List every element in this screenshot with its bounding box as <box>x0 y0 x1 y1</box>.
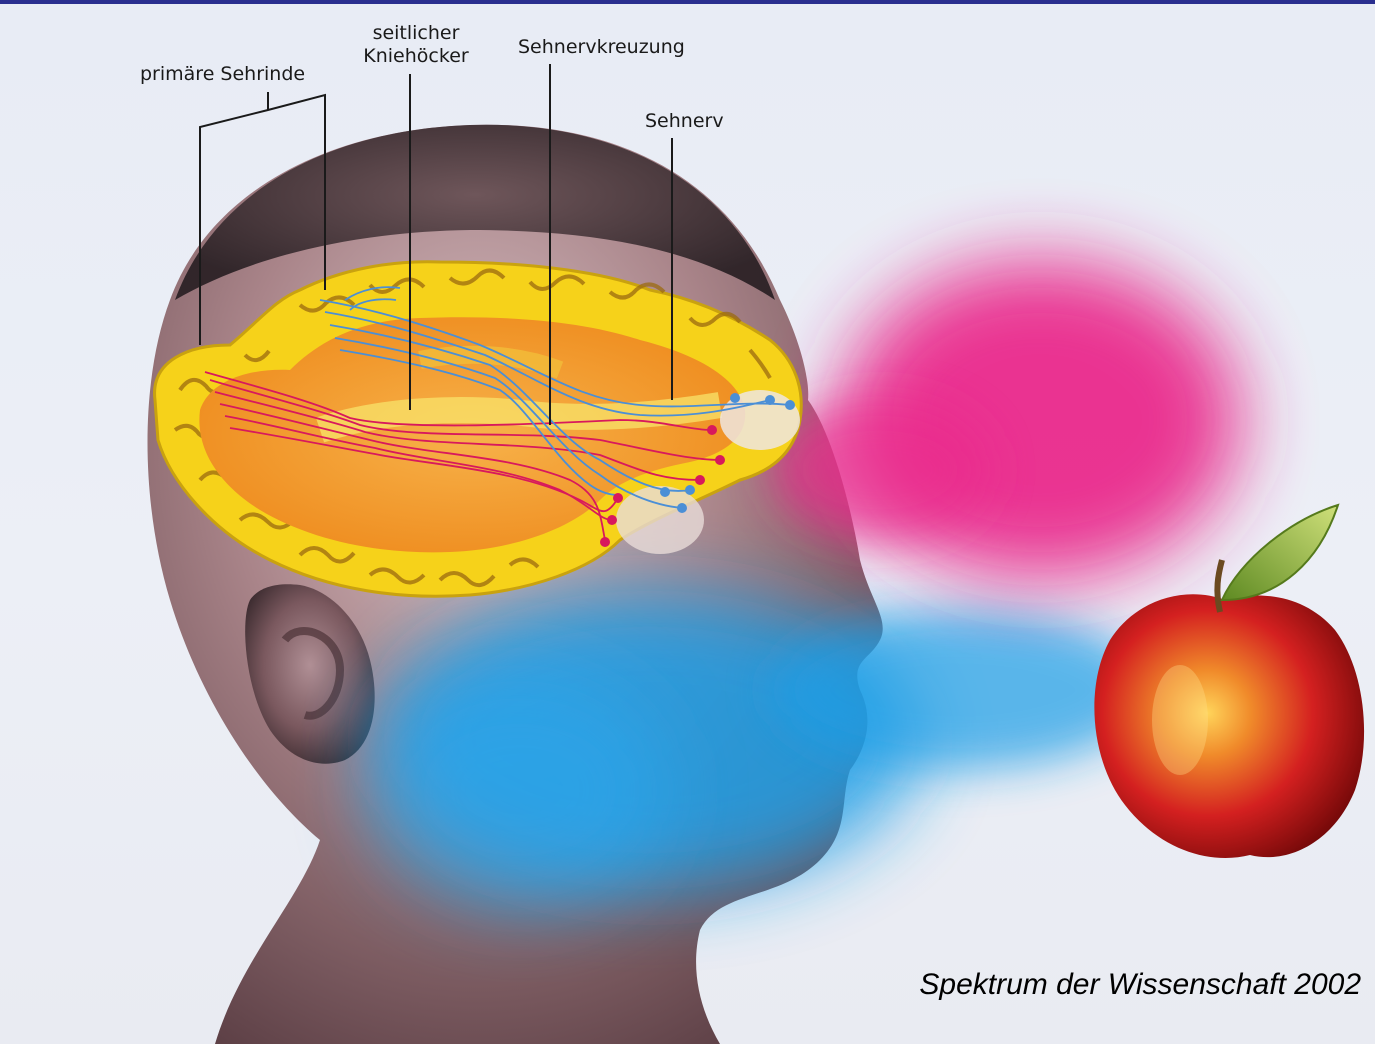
label-primary-visual-cortex: primäre Sehrinde <box>140 63 305 86</box>
label-optic-chiasm: Sehnervkreuzung <box>518 36 685 59</box>
label-lateral-geniculate: seitlicher Kniehöcker <box>356 22 476 68</box>
label-lateral-geniculate-line2: Kniehöcker <box>356 45 476 68</box>
label-lateral-geniculate-line1: seitlicher <box>356 22 476 45</box>
source-credit: Spektrum der Wissenschaft 2002 <box>919 968 1361 1002</box>
label-optic-nerve: Sehnerv <box>645 110 724 133</box>
apple-leaf <box>1222 505 1338 600</box>
